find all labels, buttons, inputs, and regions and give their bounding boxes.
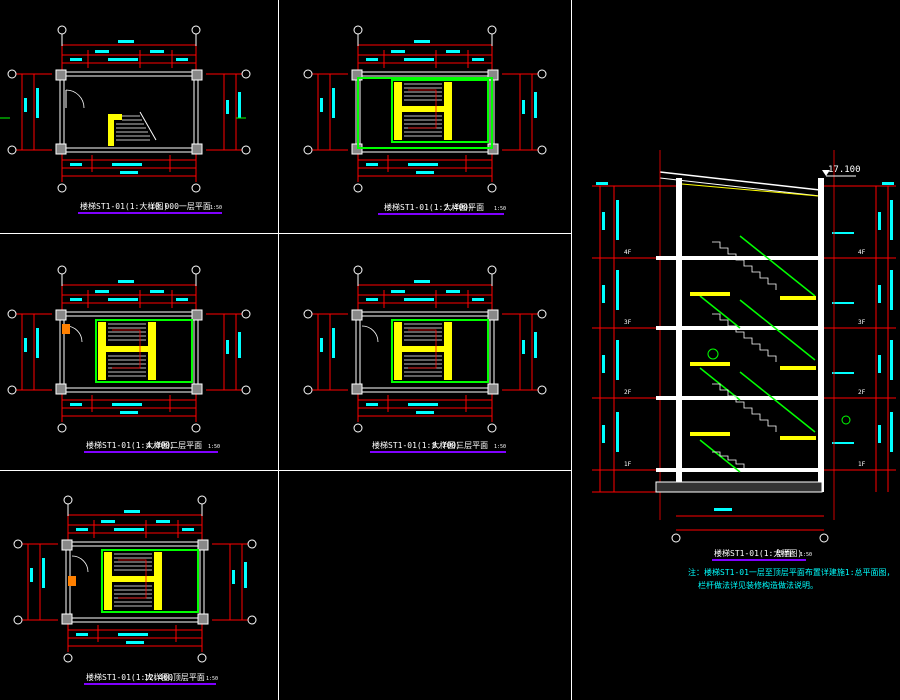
plan-1-scale: 1:50 [210, 205, 222, 211]
stair-section: 17.100 4F 3F 2F 1F 4F 3F 2F 1F [592, 150, 896, 543]
plan-ground-floor [0, 25, 251, 193]
plan-2-title: 楼梯ST1-01(1:大样图) [384, 202, 472, 212]
plan-4-level: 8.700三层平面 [432, 441, 488, 450]
section-level: 剖面 [776, 548, 792, 558]
plan-level-12400-caption: 楼梯ST1-01(1:大样图) 12.400顶层平面 1:50 [84, 672, 218, 685]
frame-vertical-left [278, 0, 279, 700]
plan-level-4800 [7, 265, 251, 433]
section-note-line-2: 栏杆做法详见装修构造做法说明。 [698, 580, 818, 590]
plan-1-title: 楼梯ST1-01(1:大样图) [80, 201, 168, 211]
plan-ground-floor-caption: 楼梯ST1-01(1:大样图) ±0.000一层平面 1:50 [78, 201, 222, 214]
floor-tag-right-3f: 3F [858, 319, 866, 326]
section-note-line-1: 注：楼梯ST1-01一层至顶层平面布置详建施1:总平面图， [688, 567, 895, 577]
floor-tag-right-1f: 1F [858, 461, 866, 468]
plan-3-title: 楼梯ST1-01(1:大样图) [86, 440, 174, 450]
floor-tag-right-2f: 2F [858, 389, 866, 396]
section-top-elevation: 17.100 [828, 165, 861, 175]
plan-2-scale: 1:50 [494, 206, 506, 212]
plan-level-2400-caption: 楼梯ST1-01(1:大样图) 2.400平面 1:50 [378, 202, 506, 215]
section-caption: 楼梯ST1-01(1:大样图) 剖面 1:50 注：楼梯ST1-01一层至顶层平… [688, 548, 895, 590]
floor-tag-left-4f: 4F [624, 249, 632, 256]
floor-tag-left-3f: 3F [624, 319, 632, 326]
plan-1-level: ±0.000一层平面 [150, 202, 211, 211]
plan-5-scale: 1:50 [206, 676, 218, 682]
floor-tag-left-1f: 1F [624, 461, 632, 468]
plan-4-title: 楼梯ST1-01(1:大样图) [372, 440, 460, 450]
plan-3-level: 4.800二层平面 [146, 441, 202, 450]
section-scale: 1:50 [800, 552, 812, 558]
plan-4-scale: 1:50 [494, 444, 506, 450]
plan-level-8700-caption: 楼梯ST1-01(1:大样图) 8.700三层平面 1:50 [370, 440, 506, 453]
section-title: 楼梯ST1-01(1:大样图) [714, 548, 802, 558]
plan-2-level: 2.400平面 [444, 203, 484, 212]
plan-5-title: 楼梯ST1-01(1:大样图) [86, 672, 174, 682]
frame-horizontal-2 [0, 470, 571, 471]
plan-level-2400 [303, 25, 547, 193]
frame-vertical-right [571, 0, 572, 700]
plan-level-12400 [13, 495, 257, 663]
plan-5-level: 12.400顶层平面 [144, 673, 205, 682]
floor-tag-left-2f: 2F [624, 389, 632, 396]
floor-tag-right-4f: 4F [858, 249, 866, 256]
plan-level-8700 [303, 265, 547, 433]
plan-level-4800-caption: 楼梯ST1-01(1:大样图) 4.800二层平面 1:50 [84, 440, 220, 453]
plan-3-scale: 1:50 [208, 444, 220, 450]
frame-horizontal-1 [0, 233, 571, 234]
